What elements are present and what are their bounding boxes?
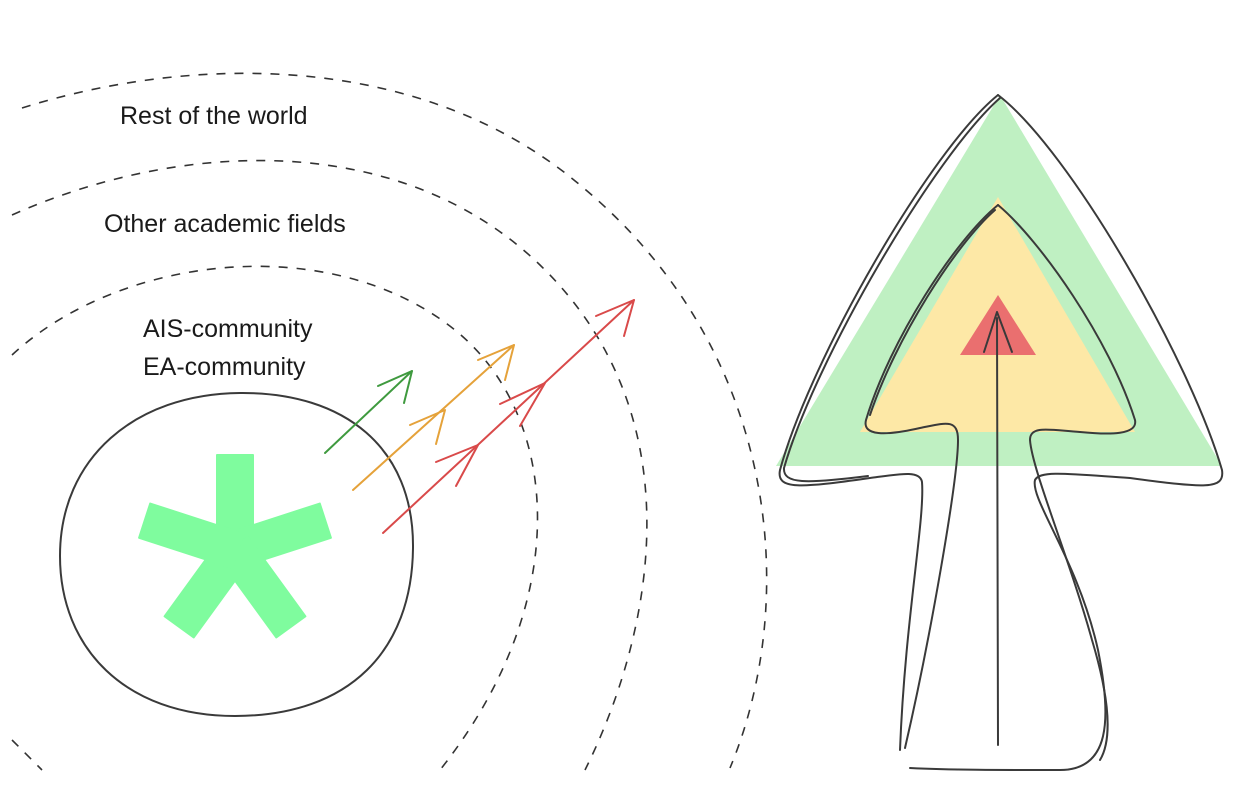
- label-ais-community: AIS-community: [143, 315, 313, 343]
- core-circle: [59, 391, 415, 717]
- community-rings: [11, 72, 768, 771]
- central-shaft: [996, 317, 999, 746]
- inner-arrow-outline-left: [864, 204, 999, 749]
- central-arrowhead: [983, 311, 1013, 353]
- ring-other-academic-fields: [11, 159, 648, 771]
- ring-inner-tail: [11, 739, 43, 771]
- inner-arrow-outline: [997, 204, 1137, 761]
- asterisk-icon: [138, 454, 332, 639]
- ring-ais-ea: [11, 265, 539, 771]
- outreach-arrows: [324, 299, 635, 534]
- upward-arrow-icon: [776, 94, 1224, 771]
- outer-arrow-outline-left: [778, 94, 999, 751]
- arrow-green: [324, 370, 413, 454]
- ring-rest-of-the-world: [21, 72, 768, 769]
- arrow-red: [382, 299, 635, 534]
- label-rest-of-the-world: Rest of the world: [120, 102, 308, 130]
- arrow-orange: [352, 344, 515, 491]
- label-other-academic-fields: Other academic fields: [104, 210, 346, 238]
- outer-arrow-outline: [909, 94, 1224, 771]
- label-ea-community: EA-community: [143, 353, 306, 381]
- outer-arrow-outline-echo: [782, 97, 1001, 483]
- inner-arrow-outline-echo: [869, 209, 996, 416]
